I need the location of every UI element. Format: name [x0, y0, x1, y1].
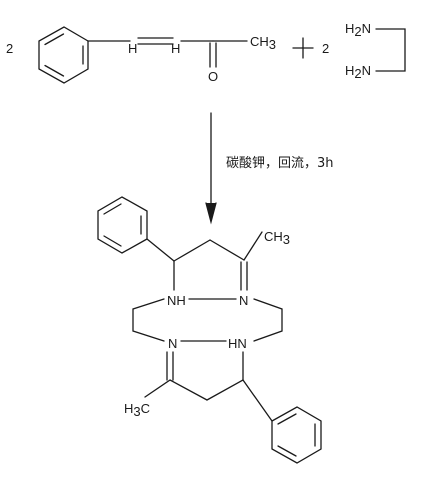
methyl-top-label: CH3 — [264, 229, 290, 247]
imine-n-bottom: N — [168, 336, 177, 351]
phenyl-ring-reactant — [38, 26, 89, 84]
amine-nh-right: HN — [228, 336, 247, 351]
ethylene-bridge — [375, 28, 406, 72]
phenyl-ring-lower — [271, 406, 322, 464]
amine-top-label: H2N — [345, 21, 371, 39]
product-macrocycle: CH3 NH N N HN H3C — [97, 196, 322, 464]
reaction-conditions: 碳酸钾，回流，3h — [226, 156, 334, 171]
vinyl-h-left: H — [128, 41, 137, 56]
methyl-bottom-label: H3C — [124, 401, 150, 419]
amine-bottom-label: H2N — [345, 63, 371, 81]
reactant-benzalacetone: 2 H H O CH3 — [6, 26, 276, 84]
reactant-ethylenediamine: 2 H2N H2N — [322, 21, 406, 81]
carbonyl-oxygen: O — [208, 69, 218, 84]
phenyl-ring-upper — [97, 196, 148, 254]
plus-sign — [292, 37, 314, 59]
methyl-label: CH3 — [250, 34, 276, 52]
reactant-2-coefficient: 2 — [322, 41, 329, 56]
reactant-1-coefficient: 2 — [6, 41, 13, 56]
imine-n-top: N — [239, 293, 248, 308]
vinyl-h-right: H — [171, 41, 180, 56]
amine-nh-left: NH — [167, 293, 186, 308]
reaction-arrow — [205, 112, 217, 225]
